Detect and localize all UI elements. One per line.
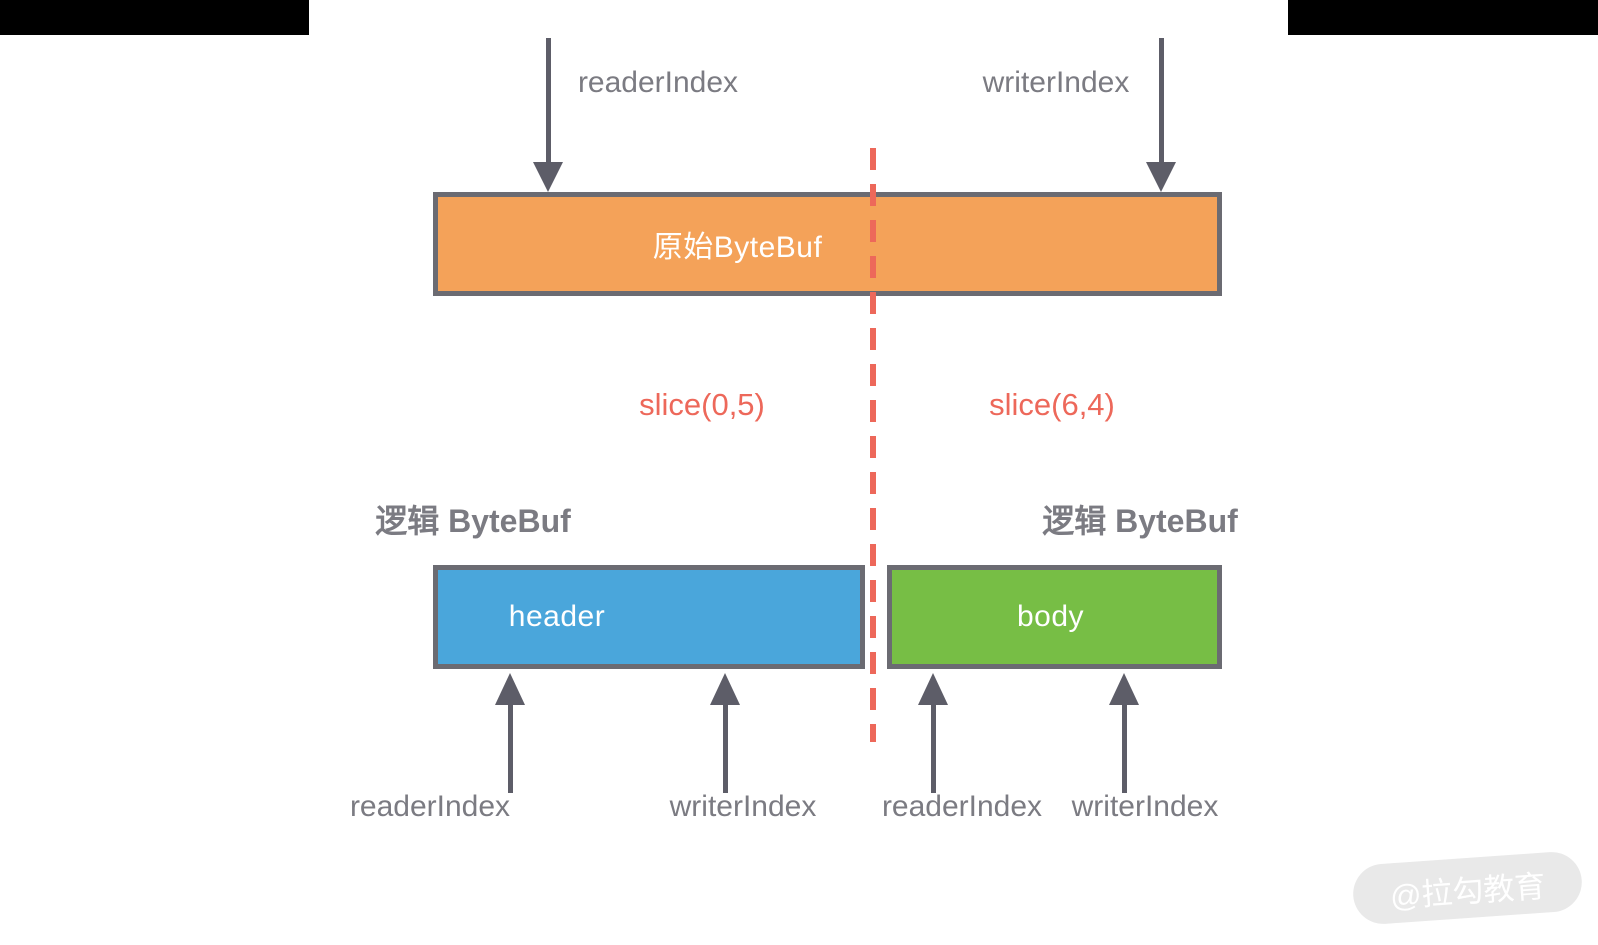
header-slice-box: header: [433, 565, 865, 669]
body-reader-index-arrow: [917, 673, 949, 793]
arrow-shaft: [930, 705, 936, 793]
body-slice-label: body: [1016, 600, 1085, 633]
arrow-shaft: [1158, 38, 1164, 162]
logical-bytebuf-title-right: 逻辑 ByteBuf: [1042, 503, 1238, 539]
arrow-down-icon: [1146, 162, 1176, 192]
arrow-shaft: [722, 705, 728, 793]
arrow-up-icon: [710, 673, 740, 705]
original-bytebuf-label: 原始ByteBuf: [652, 231, 823, 264]
body-writer-index-label: writerIndex: [1071, 790, 1219, 823]
slice-right-call-label: slice(6,4): [989, 387, 1115, 422]
arrow-up-icon: [495, 673, 525, 705]
header-writer-index-arrow: [709, 673, 741, 793]
header-writer-index-label: writerIndex: [669, 790, 817, 823]
logical-bytebuf-title-left: 逻辑 ByteBuf: [375, 503, 571, 539]
lagou-education-watermark: @拉勾教育: [1351, 850, 1584, 926]
arrow-shaft: [1121, 705, 1127, 793]
header-reader-index-arrow: [494, 673, 526, 793]
arrow-up-icon: [918, 673, 948, 705]
arrow-shaft: [545, 38, 551, 162]
arrow-up-icon: [1109, 673, 1139, 705]
slice-divider-dashed-line: [870, 148, 876, 742]
header-reader-index-label: readerIndex: [349, 790, 511, 823]
top-left-black-bar: [0, 0, 309, 35]
header-slice-label: header: [508, 600, 606, 633]
original-reader-index-label: readerIndex: [577, 66, 739, 99]
arrow-down-icon: [533, 162, 563, 192]
arrow-shaft: [507, 705, 513, 793]
original-reader-index-arrow: [532, 38, 564, 192]
top-right-black-bar: [1288, 0, 1598, 35]
original-writer-index-arrow: [1145, 38, 1177, 192]
body-writer-index-arrow: [1108, 673, 1140, 793]
original-writer-index-label: writerIndex: [982, 66, 1130, 99]
watermark-text: @拉勾教育: [1388, 868, 1547, 914]
original-bytebuf-box: 原始ByteBuf: [433, 192, 1222, 296]
body-slice-box: body: [887, 565, 1222, 669]
body-reader-index-label: readerIndex: [881, 790, 1043, 823]
slice-left-call-label: slice(0,5): [639, 387, 765, 422]
